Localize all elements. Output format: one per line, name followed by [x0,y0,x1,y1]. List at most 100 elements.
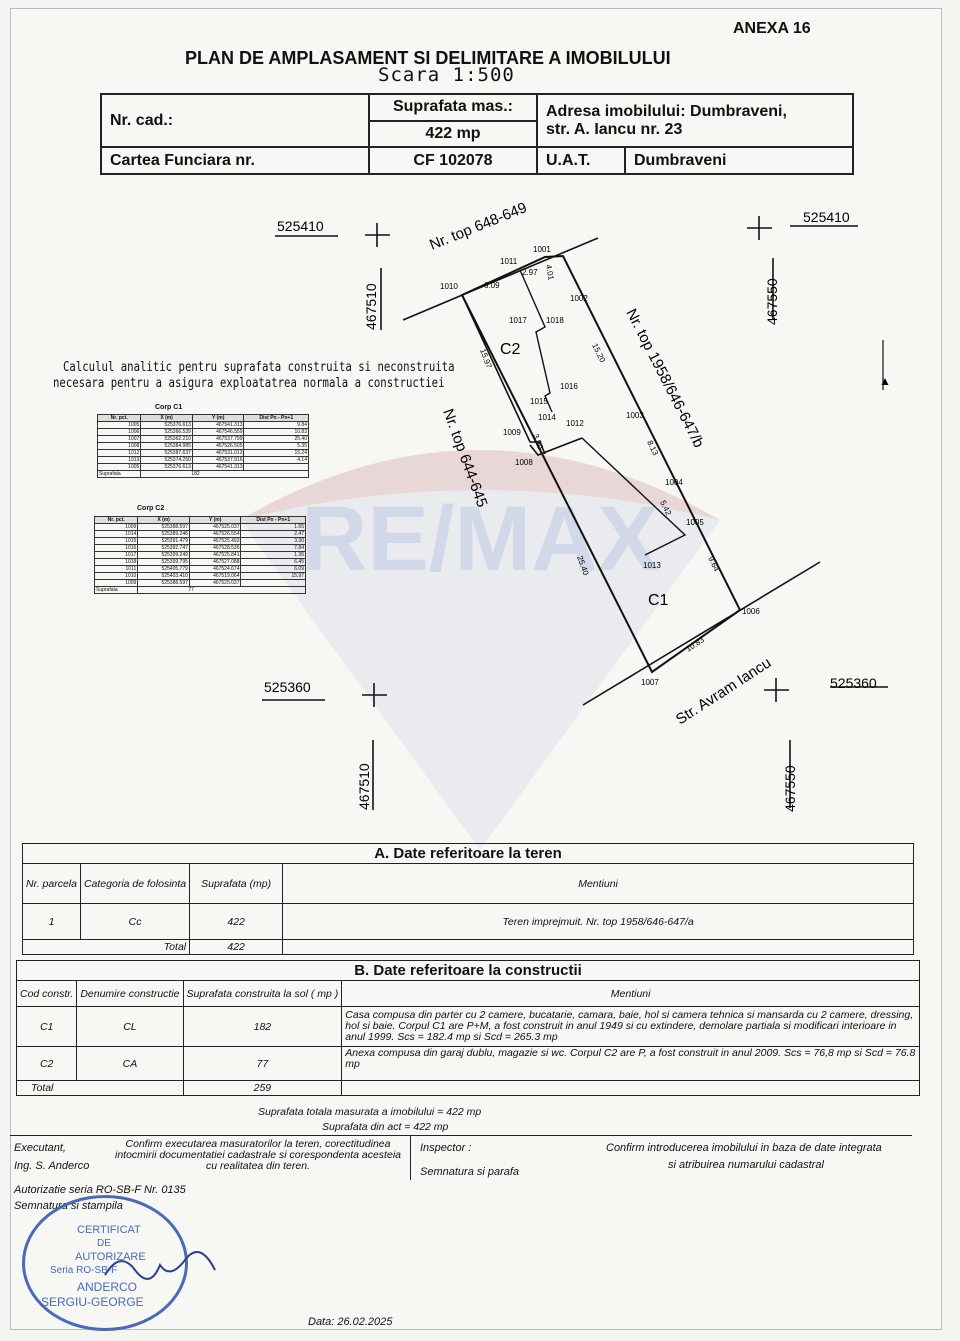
table-cell: 77 [182,1046,343,1081]
col-header: Nr. parcela [22,863,81,904]
table-cell [240,579,306,587]
table-cell: Cc [79,903,191,940]
road-label-top: Nr. top 648-649 [427,199,529,253]
point-label: 1017 [509,316,527,325]
total-label: Total [16,1080,184,1096]
table-cell: 467525.493 [188,537,242,545]
table-cell: 1006 [96,428,142,436]
stamp-text: DE [97,1238,111,1249]
table-cell: 467541.313 [191,463,245,471]
point-label: 1016 [560,382,578,391]
dimension-label: 6.09 [484,281,500,290]
signature-label: Semnatura si parafa [420,1166,520,1178]
table-cell: 15.97 [240,572,306,580]
table-cell: 1015 [93,537,139,545]
confirm-right-line-2: si atribuirea numarului cadastral [668,1159,824,1171]
calc-note-line-2: necesara pentru a asigura exploatatrea n… [53,376,445,391]
document-sheet [10,8,942,1330]
suprafata-value: 422 mp [368,119,538,149]
table-cell: Teren imprejmuit. Nr. top 1958/646-647/a [282,903,914,940]
surface-value: 182 [140,470,309,478]
signature-scribble [104,1251,216,1280]
corp-c1-inner [581,437,687,556]
table-cell: 5.35 [243,442,309,450]
dimension-label: 9.64 [706,555,721,573]
point-label: 1004 [665,478,683,487]
col-header: Y (m) [191,414,245,422]
point-label: 1005 [686,518,704,527]
executant-label: Executant, [14,1142,66,1154]
table-cell: 525388.597 [137,523,190,531]
watermark-balloon [240,450,720,850]
total-surface-act: Suprafata din act = 422 mp [322,1121,449,1133]
table-cell: 182 [182,1006,343,1047]
table-cell: 467526.554 [188,530,242,538]
table-cell: 10.83 [243,428,309,436]
coord-label: 525360 [830,675,877,691]
col-header: Y (m) [188,516,242,524]
table-cell: 467525.037 [188,523,242,531]
table-cell: 467537.916 [191,456,245,464]
corp-c2-title: Corp C2 [137,505,165,512]
table-cell: 525405.779 [137,565,190,573]
road-top-line [402,237,599,321]
table-cell: 467541.313 [191,421,245,429]
table-row: 1 Cc 422 Teren imprejmuit. Nr. top 1958/… [22,903,914,940]
table-cell: 1009 [93,523,139,531]
table-row: C1 CL 182 Casa compusa din parter cu 2 c… [15,1006,920,1047]
nr-cad-label: Nr. cad.: [100,92,370,149]
table-cell: 1014 [93,530,139,538]
table-cell: 422 [189,903,284,940]
point-label: 1008 [515,458,533,467]
table-cell: 525376.613 [140,463,193,471]
point-label: 1001 [533,245,551,254]
total-value: 259 [182,1080,343,1096]
table-cell: 525384.985 [140,442,193,450]
point-label: 1002 [570,294,588,303]
empty-cell [341,1080,920,1096]
point-label: 1011 [500,257,518,266]
footer-divider-vertical [410,1135,411,1180]
table-cell: CL [76,1006,184,1047]
point-label: 1010 [440,282,458,291]
col-header: Cod constr. [15,980,78,1007]
section-b-table: B. Date referitoare la constructii Cod c… [15,960,920,1096]
corp-c2-inner [519,269,553,413]
dimension-label: 5.42 [658,499,673,517]
section-a-table: A. Date referitoare la teren Nr. parcela… [21,843,914,955]
col-header: Dist Pn - Pn+1 [243,414,309,422]
table-cell: 467537.799 [191,435,245,443]
parcel-outline [460,254,742,674]
section-a-title: A. Date referitoare la teren [22,843,914,864]
table-cell: 525362.210 [140,435,193,443]
inspector-label: Inspector : [420,1142,472,1154]
table-cell: 2.47 [240,530,306,538]
total-label: Total [21,939,191,955]
annex-label: ANEXA 16 [733,20,811,37]
table-cell: 1010 [93,572,139,580]
point-label: 1003 [626,411,644,420]
col-header: Nr. pct. [93,516,139,524]
table-cell: 467524.674 [188,565,242,573]
table-cell: 1.36 [240,551,306,559]
point-label: 1013 [643,561,661,570]
table-cell: C2 [15,1046,78,1081]
watermark-text: RE/MAX [301,488,659,590]
col-header: Mentiuni [282,863,914,904]
stamp-text: Seria RO-SB-F [50,1265,118,1276]
point-label: 1006 [742,607,760,616]
dimension-label: 15.20 [590,342,607,364]
surface-value: 77 [137,586,306,594]
suprafata-label: Suprafata mas.: [368,93,538,122]
dimension-label: 2.97 [522,268,538,277]
stamp-text: AUTORIZARE [75,1251,146,1263]
table-cell: 25.40 [243,435,309,443]
